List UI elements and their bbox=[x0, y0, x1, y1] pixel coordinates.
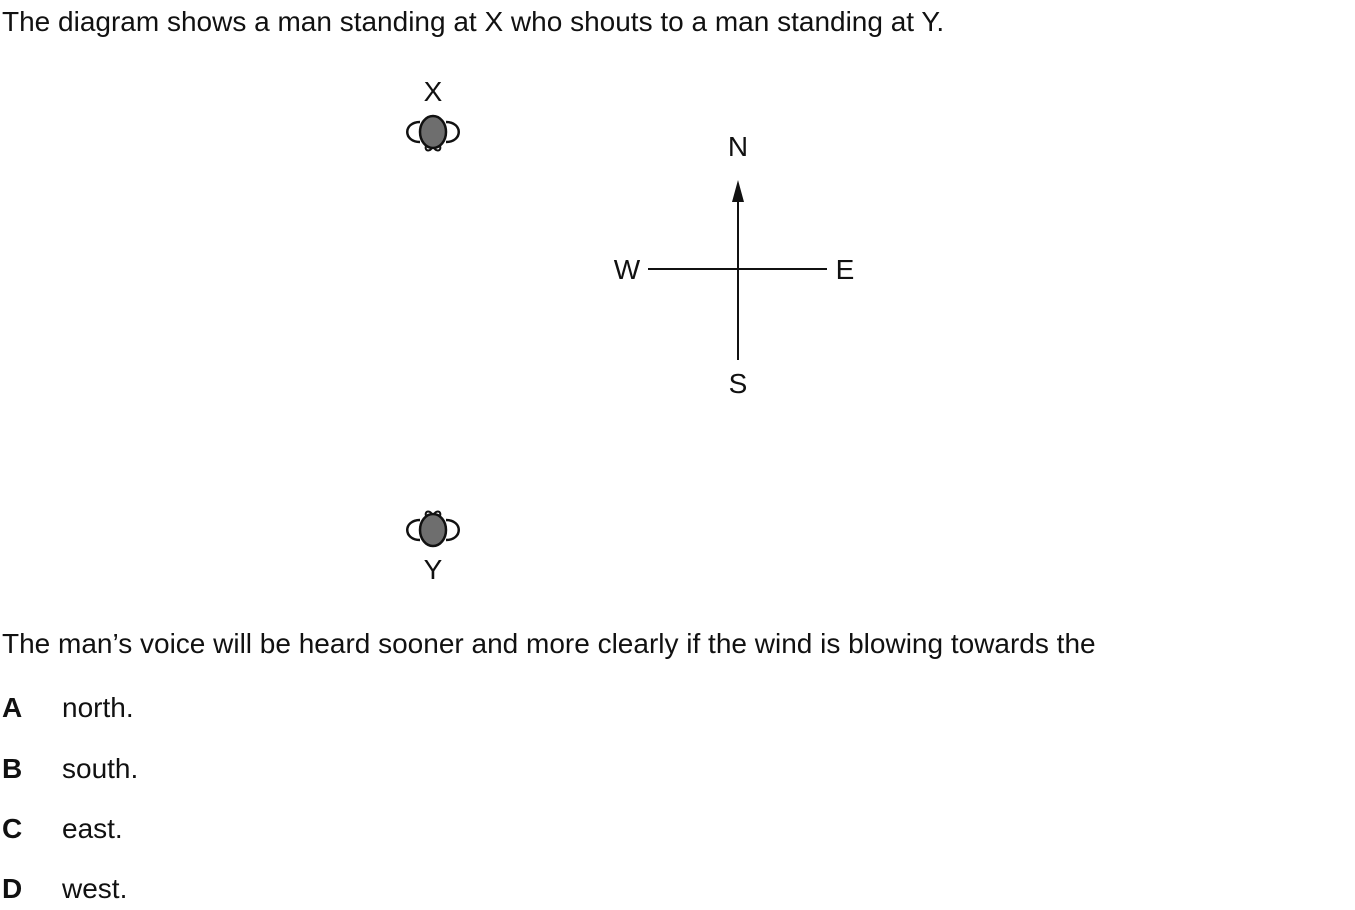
option-text: north. bbox=[62, 692, 134, 723]
option-letter: A bbox=[2, 692, 23, 723]
option-text: south. bbox=[62, 753, 139, 784]
north-arrow-icon bbox=[732, 180, 744, 202]
compass-north-label: N bbox=[728, 131, 748, 162]
question-text: The man’s voice will be heard sooner and… bbox=[2, 628, 1096, 659]
option-letter: D bbox=[2, 873, 23, 904]
person-x-icon bbox=[406, 114, 460, 152]
compass: N S W E bbox=[614, 131, 855, 399]
person-y-icon bbox=[406, 510, 460, 548]
option-letter: C bbox=[2, 813, 23, 844]
intro-text: The diagram shows a man standing at X wh… bbox=[2, 6, 945, 37]
compass-west-label: W bbox=[614, 254, 641, 285]
option-text: east. bbox=[62, 813, 123, 844]
option-letter: B bbox=[2, 753, 23, 784]
person-y-label: Y bbox=[424, 554, 443, 585]
person-x-label: X bbox=[424, 76, 443, 107]
compass-south-label: S bbox=[729, 368, 748, 399]
diagram: X Y N S W E bbox=[406, 76, 855, 585]
compass-east-label: E bbox=[836, 254, 855, 285]
option-text: west. bbox=[62, 873, 128, 904]
